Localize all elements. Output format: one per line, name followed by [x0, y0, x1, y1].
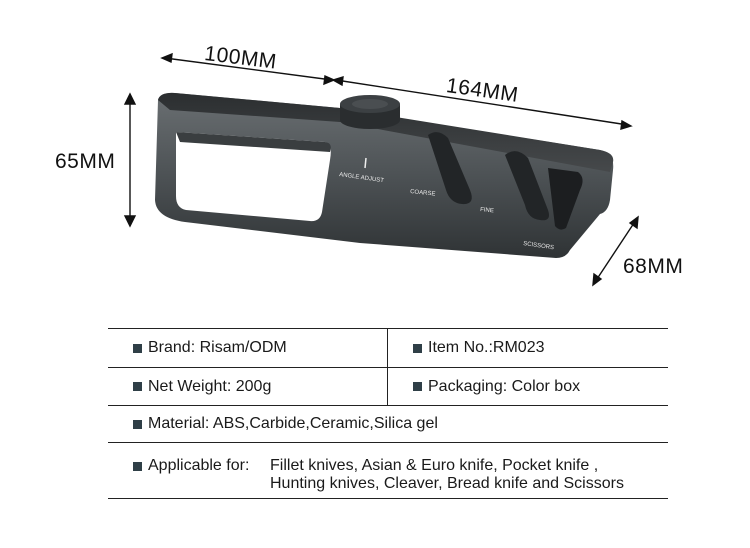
net-weight-text: Net Weight: 200g: [148, 377, 272, 395]
brand-cell: Brand: Risam/ODM: [133, 329, 287, 367]
applicable-line1: Fillet knives, Asian & Euro knife, Pocke…: [270, 457, 599, 474]
applicable-line2: Hunting knives, Cleaver, Bread knife and…: [270, 475, 624, 492]
dimension-height: 65MM: [55, 150, 116, 173]
spec-row-applicable: Applicable for: Fillet knives, Asian & E…: [108, 442, 668, 499]
spec-table: Brand: Risam/ODM Item No.:RM023 Net Weig…: [108, 328, 668, 499]
scissors-label: SCISSORS: [523, 241, 555, 251]
brand-text: Brand: Risam/ODM: [148, 339, 287, 356]
item-no-text: Item No.:RM023: [428, 339, 545, 356]
fine-label: FINE: [480, 207, 494, 214]
spec-row-material: Material: ABS,Carbide,Ceramic,Silica gel: [108, 405, 668, 442]
item-no-cell: Item No.:RM023: [413, 329, 544, 367]
bullet-icon: [133, 382, 142, 391]
material-text: Material: ABS,Carbide,Ceramic,Silica gel: [148, 415, 438, 432]
material-cell: Material: ABS,Carbide,Ceramic,Silica gel: [133, 406, 438, 442]
packaging-cell: Packaging: Color box: [413, 368, 580, 405]
bullet-icon: [133, 419, 142, 429]
column-divider: [387, 368, 388, 405]
bullet-icon: [133, 343, 142, 353]
dimension-depth: 68MM: [623, 255, 684, 278]
packaging-text: Packaging: Color box: [428, 377, 581, 395]
dimension-arrows: [123, 52, 639, 287]
column-divider: [387, 329, 388, 367]
net-weight-cell: Net Weight: 200g: [133, 368, 271, 405]
applicable-label: Applicable for:: [148, 457, 250, 474]
bullet-icon: [133, 461, 142, 471]
knife-sharpener-image: ANGLE ADJUST COARSE FINE SCISSORS: [123, 52, 639, 287]
applicable-block: Applicable for: Fillet knives, Asian & E…: [133, 457, 624, 493]
bullet-icon: [413, 343, 422, 353]
coarse-label: COARSE: [410, 189, 436, 198]
spec-row-weight: Net Weight: 200g Packaging: Color box: [108, 367, 668, 405]
bullet-icon: [413, 382, 422, 391]
spec-row-brand: Brand: Risam/ODM Item No.:RM023: [108, 328, 668, 367]
